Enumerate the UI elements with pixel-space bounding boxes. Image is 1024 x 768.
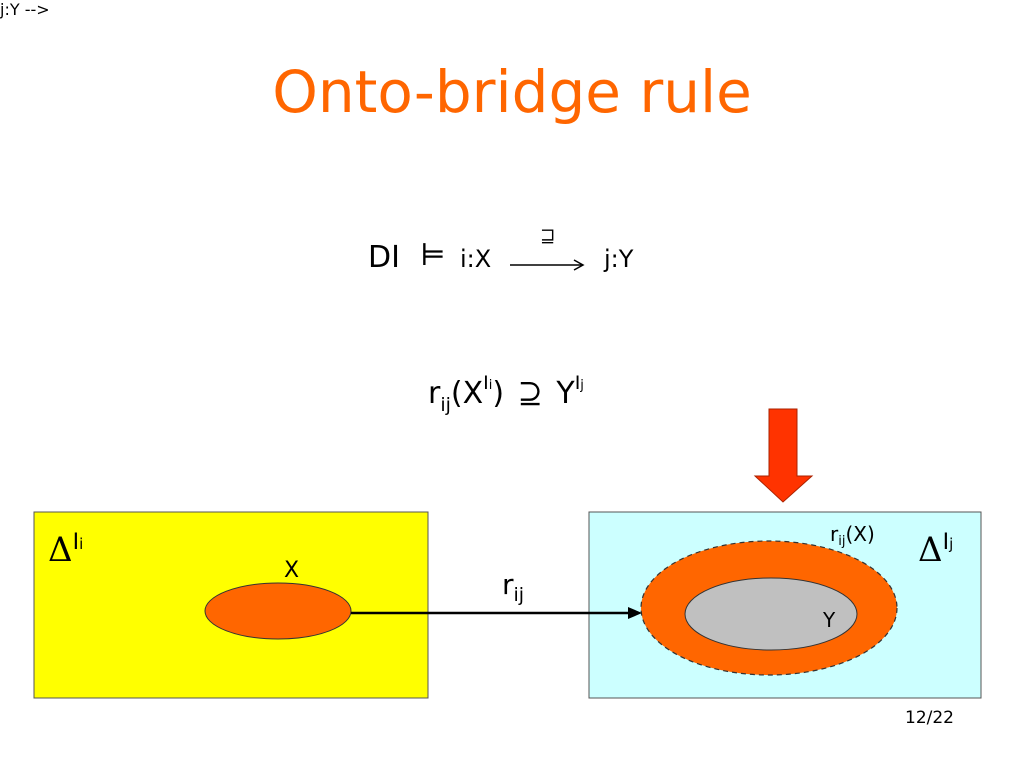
slide-title: Onto-bridge rule [272, 58, 752, 126]
x-sup-sub: i [488, 378, 493, 393]
open-x: (X [450, 376, 484, 411]
supseteq-symbol: ⊇ [517, 376, 543, 411]
y-superscript: Ij [575, 372, 584, 394]
page-number: 12/22 [905, 708, 954, 728]
close-paren: ) [492, 376, 505, 411]
delta-symbol: Δ [918, 530, 943, 570]
mapping-label: rij [502, 568, 524, 606]
y-sup-i: I [574, 372, 581, 394]
semantics-formula: rij(XIi) ⊇ YIj [428, 372, 584, 416]
entails-symbol: ⊨ [420, 238, 446, 273]
image-r: r [830, 522, 839, 546]
arrow-label-symbol: ⊒ [540, 226, 556, 247]
image-rest: (X) [845, 522, 875, 546]
formula-target: j:Y [604, 245, 634, 273]
left-domain-label: ΔIi [48, 530, 83, 570]
mapping-arrow-head [628, 607, 642, 619]
mapping-sub: ij [513, 584, 525, 606]
formula-di: DI [368, 240, 400, 275]
right-sup-sub: j [949, 535, 954, 553]
right-sup-i: I [942, 530, 950, 555]
mapping-r: r [502, 568, 514, 601]
image-sub: ij [838, 534, 846, 549]
formula-source: i:X [460, 245, 492, 273]
left-sup-i: I [72, 530, 80, 555]
y-symbol: Y [556, 376, 575, 411]
r-symbol: r [428, 376, 441, 411]
x-label: X [284, 558, 300, 583]
right-domain-label: ΔIj [918, 530, 953, 570]
red-down-arrow [753, 408, 814, 503]
x-superscript: Ii [483, 372, 492, 394]
delta-symbol: Δ [48, 530, 73, 570]
x-ellipse [204, 582, 352, 640]
left-sup-sub: i [79, 535, 84, 553]
image-label: rij(X) [830, 522, 875, 549]
y-sup-sub: j [580, 378, 584, 393]
formula-arrow-head [573, 259, 585, 271]
r-subscript: ij [440, 394, 451, 416]
y-ellipse [684, 577, 858, 651]
left-domain-sup: Ii [73, 530, 84, 555]
y-label: Y [823, 608, 836, 632]
x-sup-i: I [483, 372, 489, 394]
right-domain-sup: Ij [943, 530, 954, 555]
